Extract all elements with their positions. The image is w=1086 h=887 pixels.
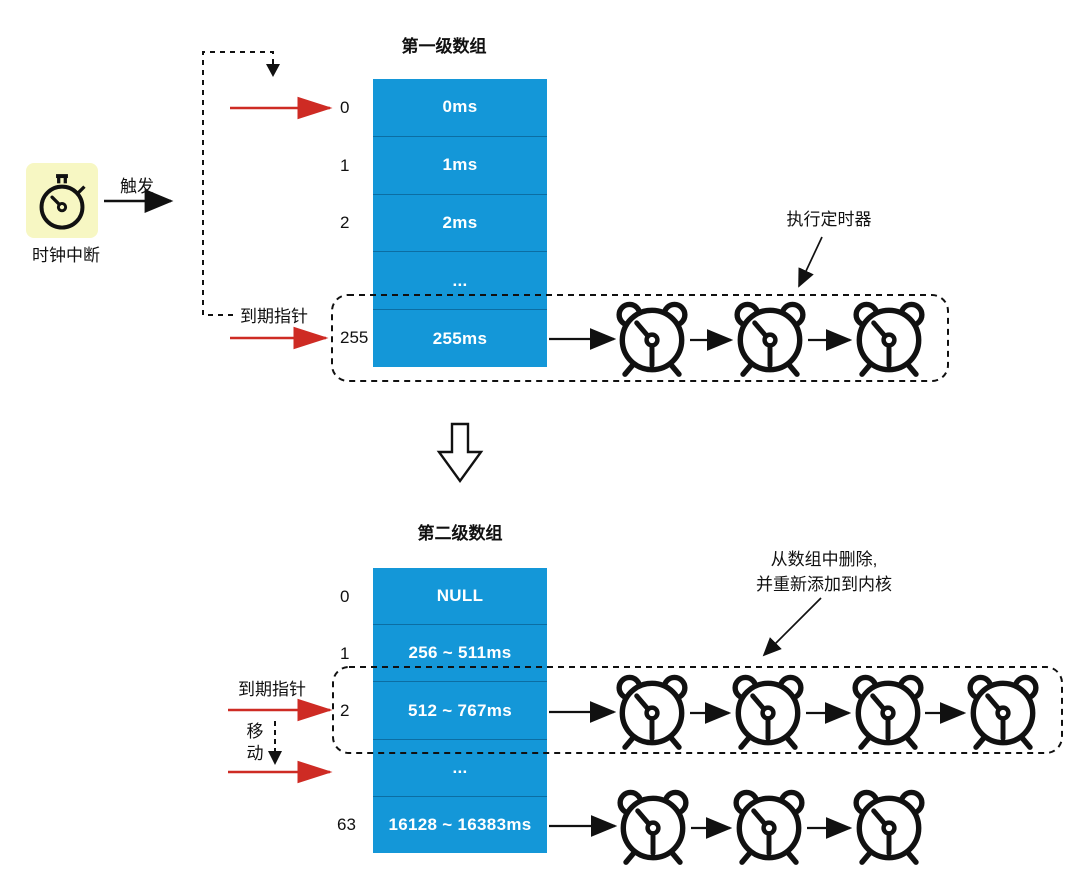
alarm-clock-icon [619,677,685,747]
array-index-label: 1 [340,156,350,175]
alarm-clock-icon [856,304,922,374]
remove-readd-label: 从数组中删除, 并重新添加到内核 [734,547,914,597]
stopwatch-icon [39,174,86,230]
alarm-clock-icon [735,677,801,747]
trigger-label: 触发 [120,177,154,196]
array-index-label: 0 [340,98,350,117]
alarm-clock-icon [855,677,921,747]
array-index-label: 2 [340,701,350,720]
second-array-title: 第二级数组 [417,524,503,543]
array-index-label: 1 [340,644,350,663]
array-index-label: 2 [340,213,350,232]
move-label: 移动 [246,722,264,763]
alarm-clock-icon [736,792,802,862]
remove-readd-label-line1: 从数组中删除, [770,550,878,569]
timer-chain-slot63 [549,792,922,862]
array-cell: 16128 ~ 16383ms [373,795,547,853]
array-cell: ... [373,738,547,796]
remove-callout-arrow [762,597,822,657]
first-level-array: 0ms 1ms 2ms ... 255ms [373,79,547,367]
clock-interrupt-label: 时钟中断 [32,246,100,265]
remove-readd-label-line2: 并重新添加到内核 [756,575,892,594]
array-cell: 512 ~ 767ms [373,681,547,738]
expiry-pointer-label-top: 到期指针 [240,307,308,326]
array-index-label: 0 [340,587,350,606]
array-cell: 0ms [442,97,478,117]
timer-chain-slot2 [549,677,1036,747]
execute-timer-label: 执行定时器 [786,210,872,229]
alarm-clock-icon [970,677,1036,747]
first-array-title: 第一级数组 [401,37,487,56]
array-cell: 1ms [373,135,547,194]
array-cell: 255ms [373,309,547,367]
array-cell: ... [373,251,547,309]
move-dashed-arrow [268,721,282,765]
timer-chain-top [549,304,922,374]
second-level-array: NULL 256 ~ 511ms 512 ~ 767ms ... 16128 ~… [373,568,547,853]
array-index-label: 255 [340,328,369,347]
big-down-arrow-icon [436,422,484,484]
expiry-pointer-label-bottom: 到期指针 [238,680,306,699]
array-cell: NULL [436,586,484,606]
alarm-clock-icon [737,304,803,374]
alarm-clock-icon [619,304,685,374]
array-cell: 256 ~ 511ms [373,624,547,681]
execute-timer-callout-arrow [798,236,823,288]
alarm-clock-icon [620,792,686,862]
arrowhead-down-icon [268,751,282,765]
arrowhead-down-icon [266,64,280,77]
array-cell: 2ms [373,193,547,252]
array-index-label: 63 [337,815,356,834]
alarm-clock-icon [856,792,922,862]
clock-interrupt-icon [26,163,98,238]
wraparound-dashed-arrow [202,51,280,316]
